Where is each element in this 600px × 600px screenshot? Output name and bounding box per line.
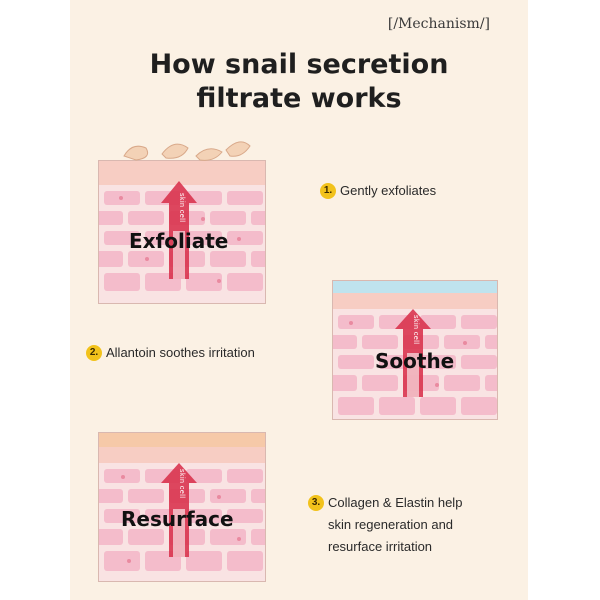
step-1: 1. Gently exfoliates — [320, 180, 436, 202]
step-1-line-1: Gently exfoliates — [340, 183, 437, 198]
soothe-label: Soothe — [375, 349, 455, 373]
exfoliate-label: Exfoliate — [129, 229, 229, 253]
step-3-line-1: Collagen & Elastin help — [328, 495, 463, 510]
dead-skin-flakes-icon — [123, 141, 251, 161]
page-title: How snail secretion filtrate works — [70, 48, 528, 116]
infographic-panel: [/Mechanism/] How snail secretion filtra… — [70, 0, 528, 600]
resurface-label: Resurface — [121, 507, 234, 531]
soothe-skin-diagram: skin cell Soothe — [332, 280, 498, 420]
exfoliate-skin-diagram: skin cell Exfoliate — [98, 160, 266, 304]
mechanism-tag: [/Mechanism/] — [387, 16, 490, 32]
skin-cell-arrow-label: skin cell — [178, 193, 185, 223]
step-number-badge: 3. — [308, 495, 324, 511]
skin-cell-arrow-label: skin cell — [412, 315, 419, 345]
soothe-skin-illustration — [333, 281, 497, 415]
step-3: 3. Collagen & Elastin help skin regenera… — [308, 492, 462, 558]
step-number-badge: 1. — [320, 183, 336, 199]
skin-cell-arrow-label: skin cell — [178, 469, 185, 499]
step-2: 2. Allantoin soothes irritation — [86, 342, 255, 364]
step-2-line-1: Allantoin soothes irritation — [106, 345, 255, 360]
step-3-line-2: skin regeneration and — [328, 517, 454, 532]
resurface-skin-diagram: skin cell Resurface — [98, 432, 266, 582]
title-line-2: filtrate works — [196, 83, 402, 114]
exfoliate-skin-illustration — [99, 161, 265, 291]
step-number-badge: 2. — [86, 345, 102, 361]
step-3-line-3: resurface irritation — [328, 539, 433, 554]
title-line-1: How snail secretion — [149, 49, 449, 80]
resurface-skin-illustration — [99, 433, 265, 571]
